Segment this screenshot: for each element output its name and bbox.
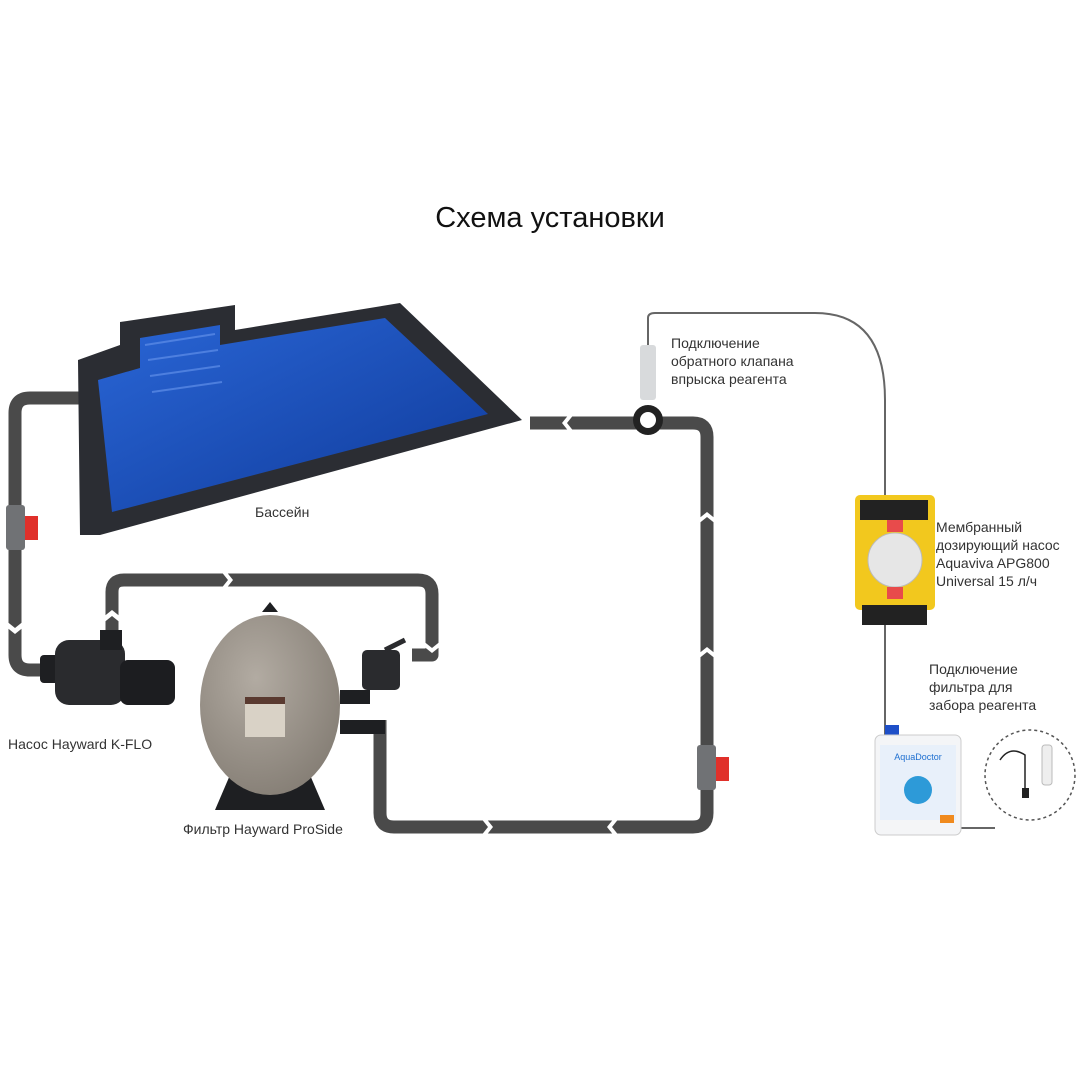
check-valve-tee [633,345,663,435]
sand-filter [200,602,407,810]
intake-filter-detail [984,729,1076,821]
dosing-pump [855,495,935,625]
label-pool: Бассейн [255,504,310,520]
label-check-valve: Подключение обратного клапана впрыска ре… [671,335,794,387]
pipe-pump-to-filter [105,573,439,662]
ball-valve-left [6,505,38,550]
pool-illustration [78,303,522,535]
label-filter: Фильтр Hayward ProSide [183,821,343,837]
page-title: Схема установки [435,202,665,234]
canister-logo: AquaDoctor [894,752,942,762]
label-dosing-pump: Мембранный дозирующий насос Aquaviva APG… [936,519,1060,589]
label-intake-filter: Подключение фильтра для забора реагента [929,661,1037,713]
reagent-canister: AquaDoctor [874,725,962,836]
circulation-pump [40,630,175,705]
label-pump: Насос Hayward K-FLO [8,736,153,752]
pipe-filter-to-pool [373,416,714,834]
ball-valve-right [697,745,729,790]
